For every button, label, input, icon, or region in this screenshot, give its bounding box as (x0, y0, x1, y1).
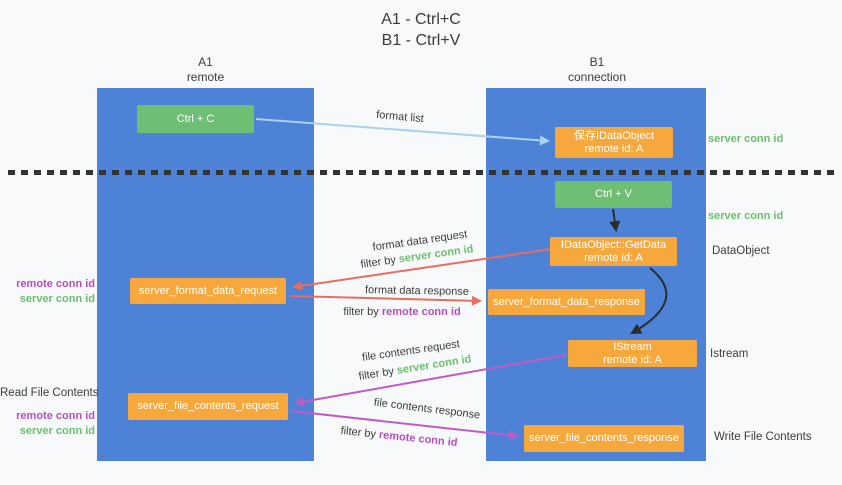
node-server-format-data-response: server_format_data_response (488, 289, 645, 315)
filter-by-text: filter by (357, 365, 395, 383)
server-file-contents-response-label: server_file_contents_response (529, 432, 679, 444)
node-save-idataobject: 保存IDataObject remote id: A (555, 127, 673, 158)
save-idataobject-line1: 保存IDataObject (573, 129, 655, 142)
diagram-title: A1 - Ctrl+C B1 - Ctrl+V (0, 9, 842, 51)
lane-header-remote: A1 remote (97, 55, 314, 85)
annotation-istream: Istream (710, 348, 749, 360)
phase-divider-dotted-line (8, 170, 835, 175)
label-filter-by-remote-conn-id-2: filter by remote conn id (340, 425, 458, 449)
node-ctrl-v-label: Ctrl + V (595, 188, 632, 200)
annotation-dataobject: DataObject (712, 245, 770, 257)
server-conn-id-text: server conn id (19, 293, 95, 305)
annotation-conn-ids-left-2: remote conn id server conn id (0, 409, 95, 439)
title-line-1: A1 - Ctrl+C (381, 11, 461, 28)
label-format-list: format list (375, 108, 425, 126)
node-ctrl-c-label: Ctrl + C (176, 112, 215, 125)
annotation-conn-ids-left-1: remote conn id server conn id (0, 277, 95, 307)
istream-line1: IStream (613, 340, 652, 353)
getdata-line1: IDataObject::GetData (560, 238, 667, 251)
title-line-2: B1 - Ctrl+V (381, 32, 461, 49)
lane-left-name: A1 (198, 55, 213, 69)
node-istream: IStream remote id: A (568, 340, 697, 367)
lane-right-name: B1 (589, 55, 605, 69)
getdata-line2: remote id: A (584, 251, 643, 264)
istream-line2: remote id: A (603, 353, 662, 366)
remote-conn-id-text: remote conn id (16, 410, 95, 422)
node-server-file-contents-response: server_file_contents_response (524, 425, 684, 452)
lane-left-subtitle: remote (186, 70, 225, 84)
server-format-data-request-label: server_format_data_request (138, 284, 278, 297)
label-format-data-response: format data response (364, 284, 470, 298)
remote-conn-id-text: remote conn id (381, 306, 461, 318)
annotation-server-conn-id-right-1: server conn id (708, 133, 784, 145)
server-conn-id-text: server conn id (19, 425, 95, 437)
filter-by-text: filter by (359, 254, 397, 271)
annotation-server-conn-id-right-2: server conn id (708, 210, 784, 222)
filter-by-text: filter by (340, 424, 377, 441)
node-save-idataobject-label: 保存IDataObject remote id: A (574, 130, 654, 156)
save-idataobject-line2: remote id: A (584, 142, 644, 155)
lane-right-subtitle: connection (567, 70, 627, 84)
node-server-file-contents-request: server_file_contents_request (128, 393, 288, 420)
label-filter-by-remote-conn-id-1: filter by remote conn id (343, 306, 460, 318)
node-server-format-data-request: server_format_data_request (130, 278, 286, 304)
remote-conn-id-text: remote conn id (16, 278, 95, 290)
node-istream-label: IStream remote id: A (603, 341, 662, 367)
node-getdata-label: IDataObject::GetData remote id: A (561, 239, 666, 265)
node-getdata: IDataObject::GetData remote id: A (550, 237, 677, 266)
node-ctrl-c: Ctrl + C (137, 105, 254, 133)
filter-by-text: filter by (343, 306, 379, 318)
annotation-read-file-contents: Read File Contents (0, 387, 99, 399)
remote-conn-id-text: remote conn id (378, 428, 458, 450)
node-ctrl-v: Ctrl + V (555, 181, 672, 208)
server-format-data-response-label: server_format_data_response (493, 295, 640, 308)
server-file-contents-request-label: server_file_contents_request (137, 400, 279, 412)
label-file-contents-response: file contents response (373, 396, 481, 422)
annotation-write-file-contents: Write File Contents (714, 431, 812, 443)
lane-header-connection: B1 connection (487, 55, 707, 85)
